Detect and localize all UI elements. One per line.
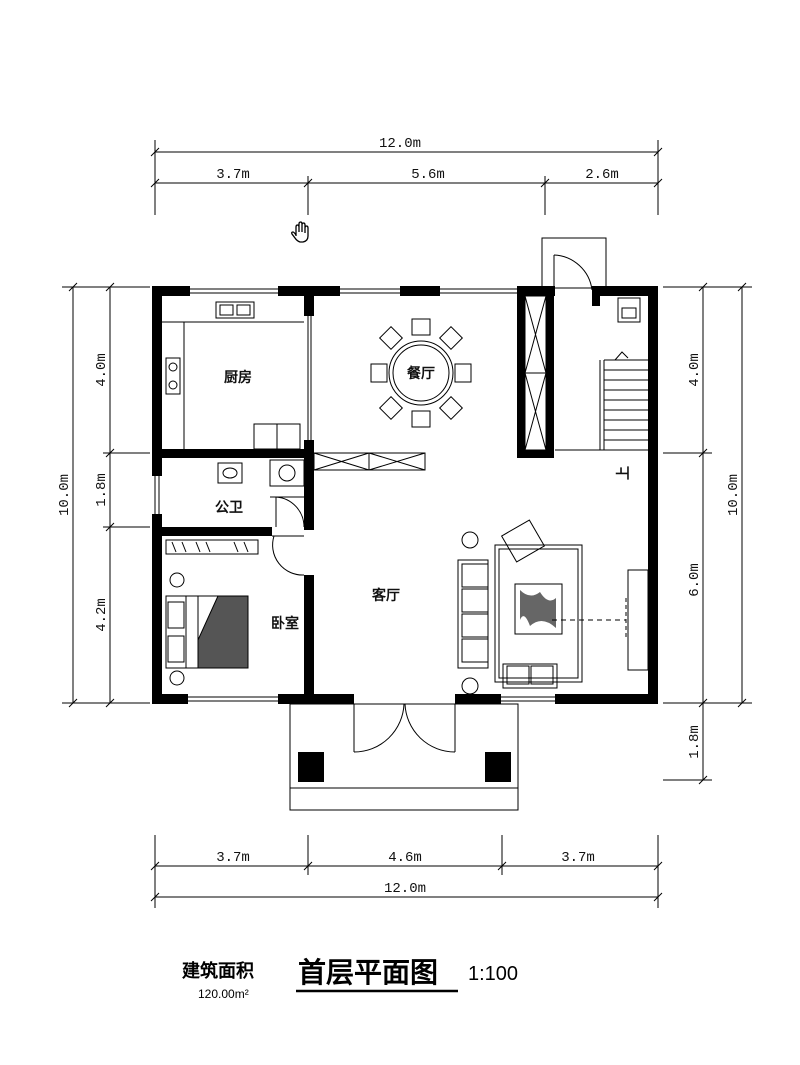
kitchen-fixtures: 厨房 xyxy=(162,301,304,450)
title-block: 建筑面积 120.00m² 首层平面图 1:100 xyxy=(182,956,518,1001)
area-label: 建筑面积 xyxy=(182,960,254,982)
bottom-dim-1: 3.7m xyxy=(216,850,250,866)
rear-entry xyxy=(541,237,607,291)
bedroom-label: 卧室 xyxy=(271,615,299,632)
kitchen-label: 厨房 xyxy=(224,369,252,386)
left-dim-3: 4.2m xyxy=(94,598,110,632)
stair-up-label: 上 xyxy=(616,466,632,480)
bottom-total-dim: 12.0m xyxy=(384,881,426,897)
top-dim-1: 3.7m xyxy=(216,167,250,183)
left-total-dim: 10.0m xyxy=(57,474,73,516)
walls xyxy=(152,286,658,704)
left-dimensions: 10.0m 4.0m 1.8m 4.2m xyxy=(57,282,150,708)
right-dimensions: 10.0m 4.0m 6.0m 1.8m xyxy=(663,282,752,785)
bottom-dimensions: 3.7m 4.6m 3.7m 12.0m xyxy=(150,835,663,908)
bedroom-furniture: 卧室 xyxy=(165,535,305,686)
hand-cursor-icon xyxy=(291,221,309,243)
plan-title: 首层平面图 xyxy=(298,956,438,989)
top-dim-2: 5.6m xyxy=(411,167,445,183)
dining-label: 餐厅 xyxy=(406,365,435,382)
top-dim-3: 2.6m xyxy=(585,167,619,183)
bottom-dim-3: 3.7m xyxy=(561,850,595,866)
right-total-dim: 10.0m xyxy=(726,474,742,516)
top-total-dim: 12.0m xyxy=(379,136,421,152)
right-dim-2: 6.0m xyxy=(687,563,703,597)
bottom-dim-2: 4.6m xyxy=(388,850,422,866)
kitchen-counter xyxy=(313,452,426,471)
left-dim-1: 4.0m xyxy=(94,353,110,387)
storage-cabinet xyxy=(524,295,547,451)
right-dim-1: 4.0m xyxy=(687,353,703,387)
left-dim-2: 1.8m xyxy=(94,473,110,507)
dining-table: 餐厅 xyxy=(370,318,472,428)
toilet-fixtures: 公卫 xyxy=(215,459,305,528)
area-value: 120.00m² xyxy=(198,987,249,1001)
scale-label: 1:100 xyxy=(468,963,518,985)
toilet-label: 公卫 xyxy=(215,500,243,516)
living-label: 客厅 xyxy=(371,587,400,604)
top-dimensions: 12.0m 3.7m 5.6m 2.6m xyxy=(150,136,663,215)
right-dim-3: 1.8m xyxy=(687,725,703,759)
front-entry xyxy=(289,703,519,811)
staircase: 上 xyxy=(555,297,648,480)
living-room-furniture: 客厅 xyxy=(371,519,649,695)
